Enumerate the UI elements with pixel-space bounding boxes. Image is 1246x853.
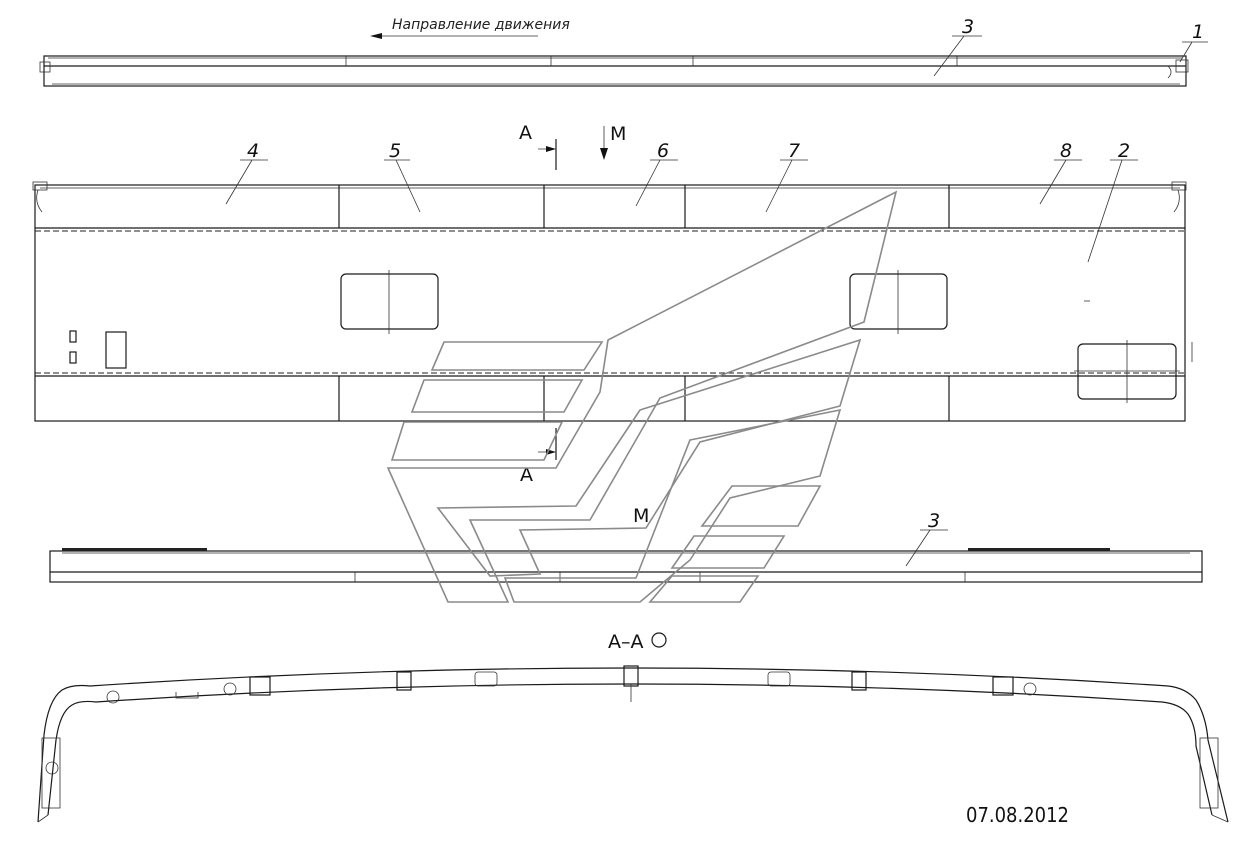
main-panel-view: [32, 181, 1193, 422]
section-title: А–А: [608, 631, 644, 653]
watermark-logo: [386, 190, 898, 603]
callout-7: 7: [788, 140, 800, 162]
bottom-strip-view: М 3: [49, 505, 1203, 583]
drawing-date: 07.08.2012: [966, 803, 1069, 827]
direction-arrow: Направление движения: [370, 17, 570, 39]
view-mark-m-bottom-label: М: [633, 505, 649, 527]
section-mark-a-top: А: [519, 122, 557, 170]
callouts-top: 3 1: [933, 16, 1208, 77]
section-a-a-view: А–А: [37, 631, 1229, 823]
section-mark-a-bottom-label: А: [520, 464, 533, 486]
top-strip-view: [39, 55, 1189, 87]
view-mark-m-label: М: [610, 123, 626, 145]
direction-label: Направление движения: [392, 17, 570, 33]
callout-8: 8: [1060, 140, 1072, 162]
callout-6: 6: [657, 140, 669, 162]
section-mark-a-top-label: А: [519, 122, 532, 144]
callout-5: 5: [389, 140, 401, 162]
callout-3-top: 3: [962, 16, 974, 38]
callout-1: 1: [1192, 21, 1204, 43]
view-mark-m: М: [600, 123, 626, 160]
callouts-main: 4 5 6 7 8 2: [225, 140, 1138, 263]
section-mark-a-bottom: А: [520, 428, 557, 486]
callout-3-bottom: 3: [928, 510, 940, 532]
rotate-symbol-icon: [651, 632, 667, 648]
callout-4: 4: [247, 140, 259, 162]
callout-2: 2: [1118, 140, 1130, 162]
